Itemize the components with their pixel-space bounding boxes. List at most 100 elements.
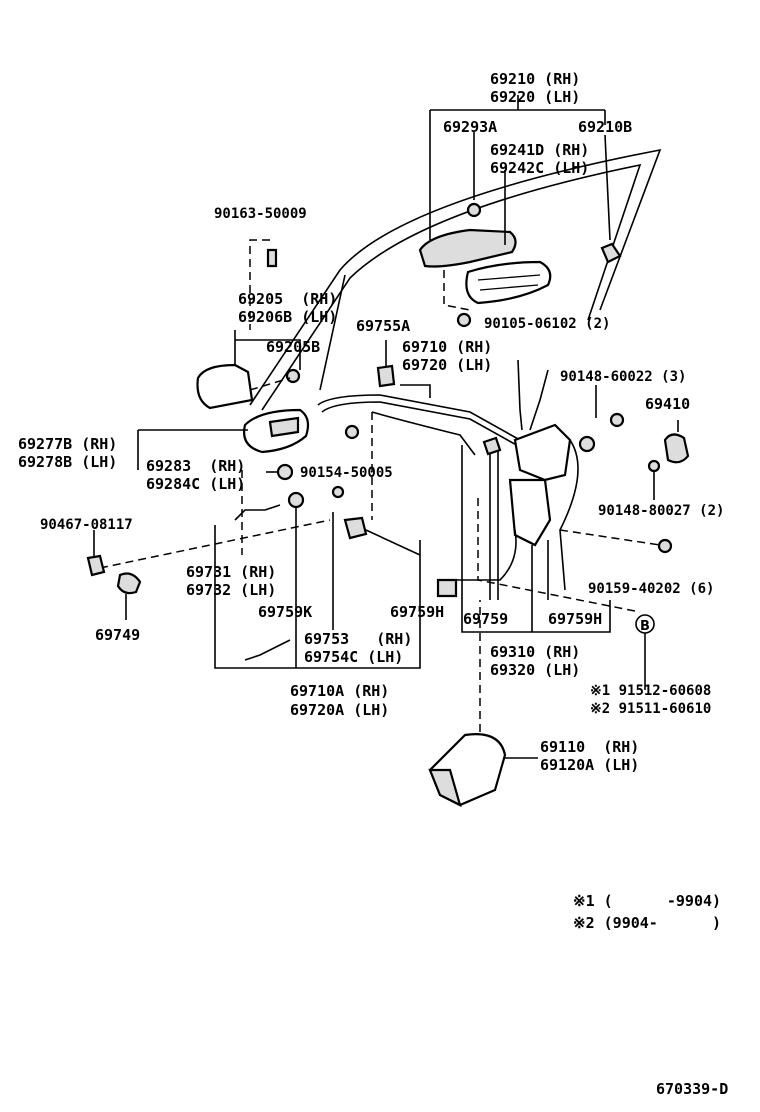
screw-90148a (609, 412, 625, 428)
label-69210b: 69210B (578, 118, 633, 136)
diagram-code: 670339-D (656, 1080, 729, 1098)
rod-lower (371, 411, 476, 456)
lock-cover-front (428, 768, 462, 808)
leader-69749 (93, 530, 127, 620)
label-90154: 90154-50005 (300, 465, 393, 481)
screw-90154-upper (344, 424, 360, 440)
lock-lower (508, 478, 552, 547)
screw-69205b (285, 368, 301, 384)
label-69283: 69283 (RH) (146, 457, 246, 475)
label-69759k: 69759K (258, 603, 313, 621)
screw-90148b (647, 459, 661, 473)
label-69759h-right: 69759H (548, 610, 603, 628)
cable-right (559, 439, 579, 591)
door-pillar-line (319, 274, 346, 391)
label-69242c: 69242C (LH) (490, 159, 590, 177)
label-69754c: 69754C (LH) (304, 648, 404, 666)
dash-90159 (559, 529, 661, 546)
label-69755a: 69755A (356, 317, 411, 335)
label-90148b: 90148-80027 (2) (598, 503, 725, 519)
label-69205: 69205 (RH) (238, 290, 338, 308)
rod-69710-b (321, 401, 521, 448)
cable-lines (489, 450, 499, 600)
label-90159: 90159-40202 (6) (588, 581, 715, 597)
label-91511: ※2 91511-60610 (590, 701, 712, 717)
dash-90163 (249, 239, 270, 330)
label-69720: 69720 (LH) (402, 356, 493, 374)
label-69120a: 69120A (LH) (540, 756, 640, 774)
label-69320: 69320 (LH) (490, 661, 581, 679)
pad-ribs (477, 274, 541, 291)
cable-69759 (445, 529, 517, 581)
leader-69277b (137, 429, 248, 470)
clip-69755a (376, 364, 396, 388)
label-69753: 69753 (RH) (304, 630, 413, 648)
label-69284c: 69284C (LH) (146, 475, 246, 493)
clip-69753 (331, 485, 345, 499)
label-69293a: 69293A (443, 118, 498, 136)
label-69759: 69759 (463, 610, 509, 628)
inside-handle-69205 (196, 363, 254, 410)
label-69749: 69749 (95, 626, 141, 644)
label-69731: 69731 (RH) (186, 563, 277, 581)
lock-screw (578, 435, 596, 453)
bolt-90105 (456, 312, 472, 328)
leader-69205 (234, 330, 301, 370)
leader-69410 (653, 420, 679, 500)
label-69410: 69410 (645, 395, 691, 413)
label-69710: 69710 (RH) (402, 338, 493, 356)
rod-69731-lower (244, 639, 291, 661)
clip-69210b (600, 242, 622, 264)
clip-69759k (287, 491, 305, 509)
lock-rods (517, 359, 549, 431)
lock-cylinder-69410 (663, 433, 690, 464)
label-69759h-left: 69759H (390, 603, 445, 621)
note-1: ※1 ( -9904) (573, 892, 722, 910)
label-90163: 90163-50009 (214, 206, 307, 222)
clip-69759h (343, 516, 368, 540)
label-69732: 69732 (LH) (186, 581, 277, 599)
leader-69210 (429, 95, 611, 241)
bolt-90159 (657, 538, 673, 554)
cable-clip (482, 436, 502, 456)
screw-90154 (276, 463, 294, 481)
leader-69710 (400, 384, 431, 398)
lock-body (513, 423, 572, 482)
label-90467: 90467-08117 (40, 517, 133, 533)
leader-69759h (365, 529, 421, 556)
label-69220: 69220 (LH) (490, 88, 581, 106)
screw-90163 (266, 248, 278, 268)
door-frame-outer (249, 148, 662, 406)
outside-handle (418, 228, 517, 268)
rod-69710-a (317, 394, 521, 441)
leader-69731-group (214, 525, 421, 669)
dash-69205b (249, 377, 291, 391)
outside-handle-pad (465, 260, 552, 305)
label-69210: 69210 (RH) (490, 70, 581, 88)
label-90105: 90105-06102 (2) (484, 316, 611, 332)
leader-69310 (461, 445, 611, 633)
label-90148a: 90148-60022 (3) (560, 369, 687, 385)
label-91512: ※1 91512-60608 (590, 683, 712, 699)
screw-90467 (86, 554, 106, 577)
bezel-inner (268, 416, 300, 438)
label-69205b: 69205B (266, 338, 321, 356)
label-69110: 69110 (RH) (540, 738, 640, 756)
label-69278b: 69278B (LH) (18, 453, 118, 471)
label-69720a: 69720A (LH) (290, 701, 390, 719)
label-69277b: 69277B (RH) (18, 435, 118, 453)
cable-end-69759 (436, 578, 458, 598)
knob-69749 (116, 572, 142, 595)
label-69310: 69310 (RH) (490, 643, 581, 661)
label-69241d: 69241D (RH) (490, 141, 590, 159)
label-69710a: 69710A (RH) (290, 682, 390, 700)
handle-screw (466, 202, 482, 218)
label-69206b: 69206B (LH) (238, 308, 338, 326)
note-2: ※2 (9904- ) (573, 914, 722, 932)
callout-b-letter: B (640, 619, 650, 634)
dash-handle-bolt (443, 270, 471, 311)
rod-69731 (234, 504, 281, 521)
door-frame-inner (261, 163, 642, 411)
